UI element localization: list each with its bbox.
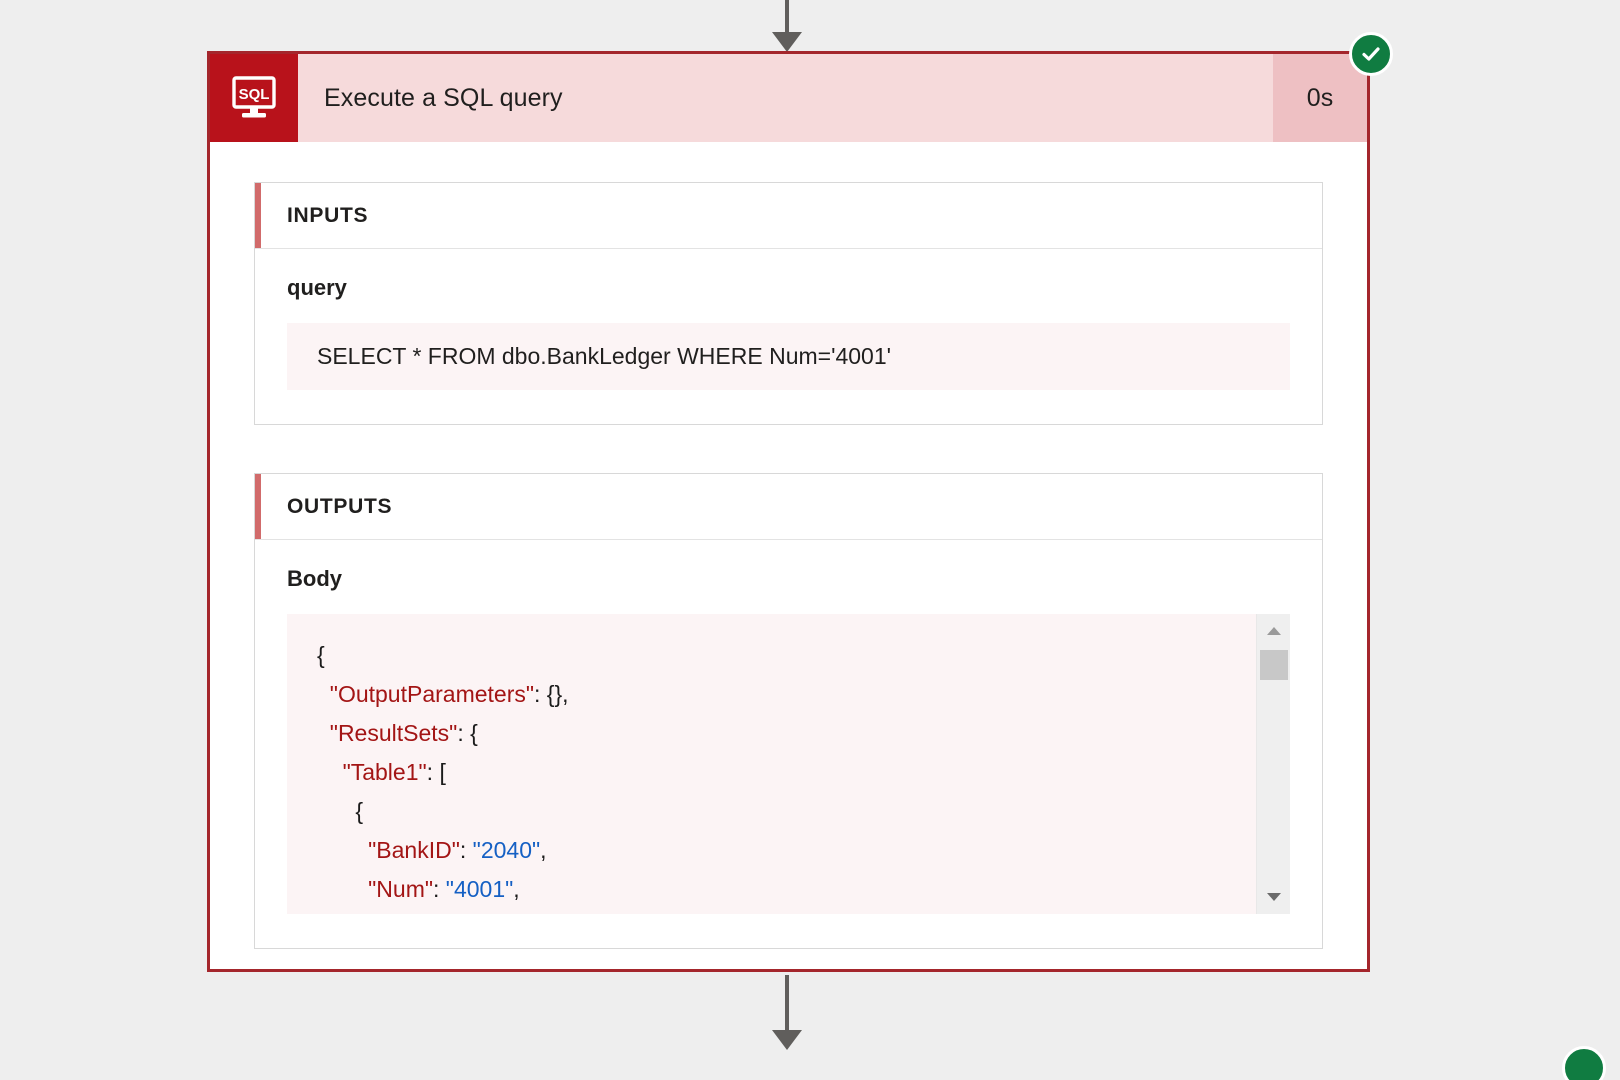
body-json-content: { "OutputParameters": {}, "ResultSets": … (287, 614, 1290, 909)
chevron-down-glyph (1267, 893, 1281, 901)
json-line: "ResultSets": { (329, 720, 478, 746)
json-line: "Num": "4001", (368, 876, 520, 902)
chevron-down-icon[interactable] (1257, 882, 1290, 912)
svg-text:SQL: SQL (239, 86, 270, 103)
json-line: "Table1": [ (342, 759, 446, 785)
json-vertical-scrollbar[interactable] (1256, 614, 1290, 914)
check-circle-icon (1362, 47, 1380, 61)
query-value[interactable]: SELECT * FROM dbo.BankLedger WHERE Num='… (287, 323, 1290, 390)
outputs-section-title: OUTPUTS (255, 474, 1322, 540)
sql-monitor-glyph: SQL (232, 76, 276, 118)
json-line: "OutputParameters": {}, (329, 681, 569, 707)
action-card-execute-sql-query[interactable]: SQL Execute a SQL query 0s INPUTS query … (207, 32, 1393, 972)
inputs-section-title: INPUTS (255, 183, 1322, 249)
sql-monitor-icon: SQL (210, 54, 298, 142)
inputs-content: query SELECT * FROM dbo.BankLedger WHERE… (255, 249, 1322, 424)
json-line: { (317, 642, 325, 668)
inputs-panel: INPUTS query SELECT * FROM dbo.BankLedge… (254, 182, 1323, 425)
json-line: { (355, 798, 364, 824)
outputs-panel: OUTPUTS Body { "OutputParameters": {}, "… (254, 473, 1323, 949)
json-line: "BankID": "2040", (368, 837, 547, 863)
status-badge-success (1349, 32, 1393, 76)
action-card-header[interactable]: SQL Execute a SQL query 0s (210, 32, 1393, 142)
body-json-viewer[interactable]: { "OutputParameters": {}, "ResultSets": … (287, 614, 1290, 914)
query-field-label: query (287, 275, 347, 300)
action-card-body: INPUTS query SELECT * FROM dbo.BankLedge… (210, 142, 1367, 949)
scroll-thumb[interactable] (1260, 650, 1288, 680)
chevron-up-glyph (1267, 627, 1281, 635)
action-duration: 0s (1273, 54, 1367, 142)
chevron-up-icon[interactable] (1257, 616, 1290, 646)
next-node-status-badge (1562, 1046, 1606, 1080)
body-field-label: Body (287, 566, 342, 591)
outputs-content: Body { "OutputParameters": {}, "ResultSe… (255, 540, 1322, 948)
action-title: Execute a SQL query (324, 83, 563, 112)
